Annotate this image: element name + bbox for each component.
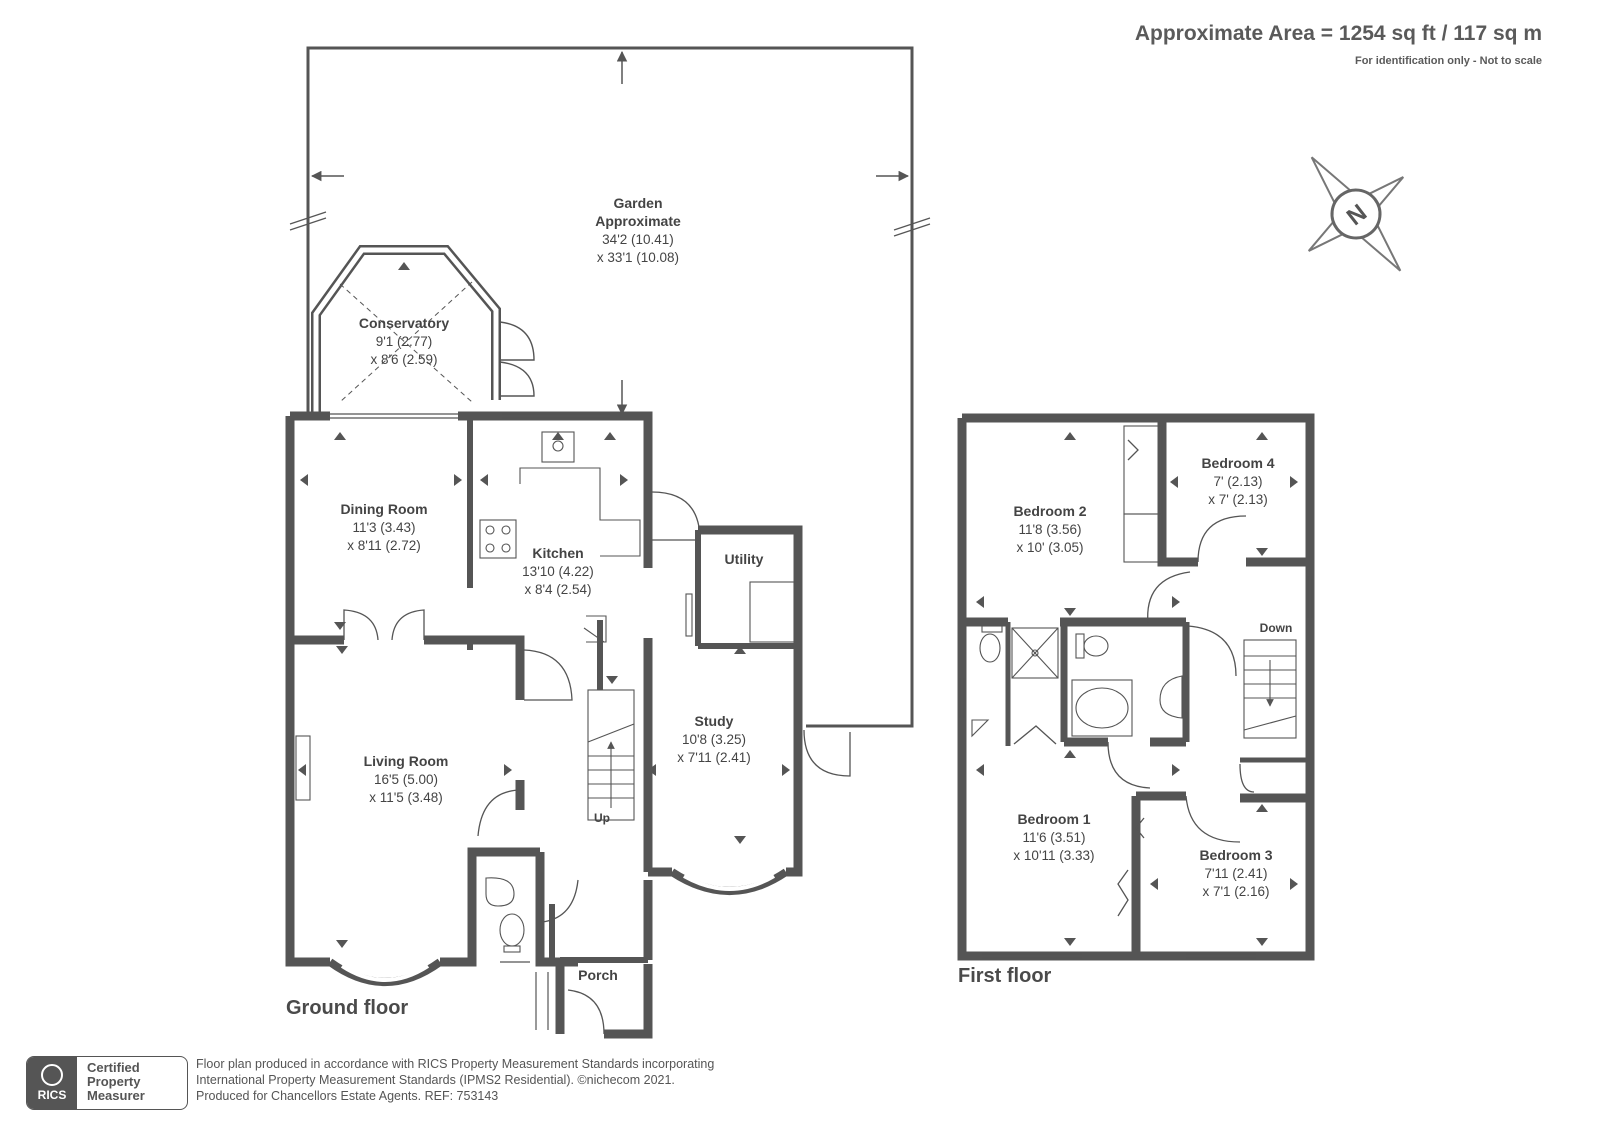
first-floor-fixtures <box>971 425 1183 738</box>
dining-room-dim-1: 11'3 (3.43) <box>352 520 415 535</box>
ground-floor-stairs <box>587 689 635 821</box>
conservatory-outline <box>311 245 535 414</box>
bedroom-3-dim-1: 7'11 (2.41) <box>1204 866 1267 881</box>
bedroom-2-label: Bedroom 2 <box>1013 503 1086 519</box>
study-dim-1: 10'8 (3.25) <box>682 732 746 747</box>
bedroom-1-dim-1: 11'6 (3.51) <box>1022 830 1085 845</box>
kitchen-dim-1: 13'10 (4.22) <box>522 564 594 579</box>
first-floor-dimension-markers <box>976 432 1298 946</box>
first-floor-doors <box>1013 439 1255 917</box>
rics-lion-icon <box>41 1064 63 1086</box>
bedroom-3-dim-2: x 7'1 (2.16) <box>1202 884 1269 899</box>
first-floor-windows <box>959 415 1313 959</box>
garden-dim-1: 34'2 (10.41) <box>602 232 674 247</box>
rics-badge-text: Certified Property Measurer <box>77 1057 187 1109</box>
badge-line-3: Measurer <box>87 1088 145 1103</box>
kitchen-label: Kitchen <box>532 545 583 561</box>
ground-floor-walls <box>285 411 803 1039</box>
stairs-down-label: Down <box>1260 621 1293 635</box>
garden-dim-2: x 33'1 (10.08) <box>597 250 679 265</box>
wc-fixtures <box>485 877 525 953</box>
conservatory-dim-1: 9'1 (2.77) <box>376 334 433 349</box>
footer-line-2: International Property Measurement Stand… <box>196 1073 675 1087</box>
compass-rose-icon <box>1307 156 1405 272</box>
rics-certified-badge: RICS Certified Property Measurer <box>26 1056 188 1110</box>
first-floor-walls <box>957 413 1315 961</box>
bedroom-1-dim-2: x 10'11 (3.33) <box>1013 848 1094 863</box>
garden-label-2: Approximate <box>595 213 681 229</box>
utility-label: Utility <box>725 551 764 567</box>
garden-label: Garden <box>613 195 662 211</box>
ground-floor-dimension-markers <box>298 262 790 948</box>
study-label: Study <box>695 713 734 729</box>
conservatory-dim-2: x 8'6 (2.59) <box>370 352 437 367</box>
ground-floor-label: Ground floor <box>286 997 408 1019</box>
bedroom-4-dim-1: 7' (2.13) <box>1213 474 1262 489</box>
living-room-dim-1: 16'5 (5.00) <box>374 772 438 787</box>
garden-break-marks <box>289 211 931 237</box>
bedroom-2-dim-2: x 10' (3.05) <box>1016 540 1083 555</box>
bedroom-4-label: Bedroom 4 <box>1201 455 1274 471</box>
footer-line-1: Floor plan produced in accordance with R… <box>196 1057 715 1071</box>
ground-floor-doors <box>343 491 851 1035</box>
footer-disclaimer: Floor plan produced in accordance with R… <box>196 1056 714 1104</box>
kitchen-fixtures <box>479 431 795 643</box>
dining-room-label: Dining Room <box>340 501 427 517</box>
porch-label: Porch <box>578 967 618 983</box>
first-floor-label: First floor <box>958 965 1052 987</box>
footer-line-3: Produced for Chancellors Estate Agents. … <box>196 1089 499 1103</box>
living-room-label: Living Room <box>364 753 449 769</box>
identification-note: For identification only - Not to scale <box>1354 55 1542 67</box>
ground-floor-windows <box>327 413 789 1030</box>
bedroom-4-dim-2: x 7' (2.13) <box>1208 492 1268 507</box>
conservatory-label: Conservatory <box>359 315 449 331</box>
dining-room-dim-2: x 8'11 (2.72) <box>347 538 421 553</box>
badge-line-2: Property <box>87 1074 141 1089</box>
bedroom-3-label: Bedroom 3 <box>1199 847 1272 863</box>
bedroom-1-label: Bedroom 1 <box>1017 811 1090 827</box>
garden-area <box>306 46 914 728</box>
badge-line-1: Certified <box>87 1060 140 1075</box>
rics-logo: RICS <box>27 1057 77 1109</box>
approximate-area-heading: Approximate Area = 1254 sq ft / 117 sq m <box>1134 22 1542 45</box>
rics-wordmark: RICS <box>37 1088 67 1102</box>
garden-dimension-arrows <box>310 50 910 416</box>
first-floor-stairs <box>1243 639 1297 739</box>
study-dim-2: x 7'11 (2.41) <box>677 750 751 765</box>
living-room-dim-2: x 11'5 (3.48) <box>369 790 443 805</box>
living-room-fireplace <box>295 735 311 801</box>
bedroom-2-dim-1: 11'8 (3.56) <box>1018 522 1081 537</box>
kitchen-dim-2: x 8'4 (2.54) <box>524 582 591 597</box>
stairs-up-label: Up <box>594 811 610 825</box>
